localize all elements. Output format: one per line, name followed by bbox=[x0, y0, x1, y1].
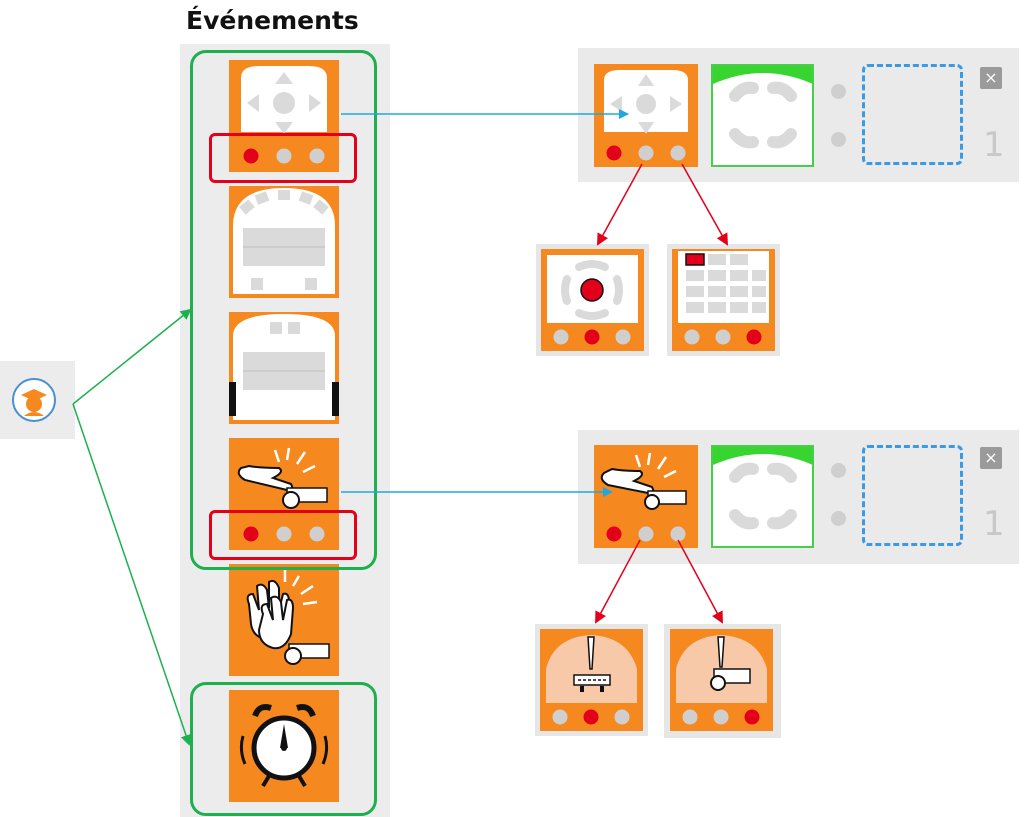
buttons-event-block[interactable] bbox=[229, 60, 339, 172]
row1-connector-dot-bottom bbox=[831, 132, 846, 147]
arrow-green-to-timer bbox=[72, 403, 192, 746]
row2-number: 1 bbox=[983, 504, 1005, 544]
highlight-tap-mode-dots bbox=[209, 510, 357, 560]
prox-sensors-event-block[interactable] bbox=[229, 186, 339, 298]
tilt-pitch-icon bbox=[546, 635, 637, 725]
button-circle-icon bbox=[547, 255, 638, 345]
row1-top-color-action-block[interactable] bbox=[711, 64, 814, 167]
top-light-ring-icon bbox=[713, 66, 812, 149]
palette-title: Événements bbox=[186, 6, 359, 35]
row2-tap-event-block[interactable] bbox=[594, 445, 698, 548]
alarm-clock-icon bbox=[239, 704, 329, 788]
row2-connector-dot-top bbox=[831, 463, 846, 478]
tilt-roll-icon bbox=[676, 635, 767, 725]
proximity-sensors-icon bbox=[233, 188, 335, 294]
tap-hand-icon bbox=[600, 452, 687, 542]
row1-buttons-event-block[interactable] bbox=[594, 64, 698, 167]
top-light-ring-icon bbox=[713, 447, 812, 530]
row1-connector-dot-top bbox=[831, 84, 846, 99]
clap-event-block[interactable] bbox=[229, 564, 339, 676]
tap-hand-icon bbox=[237, 447, 328, 542]
highlight-timer-event bbox=[190, 682, 377, 816]
timer-event-block[interactable] bbox=[229, 690, 339, 802]
tap-mode-2-option[interactable] bbox=[540, 629, 643, 731]
buttons-mode-2-option[interactable] bbox=[541, 249, 644, 351]
graduate-user-icon[interactable] bbox=[12, 378, 56, 422]
tap-mode-3-option[interactable] bbox=[670, 629, 773, 731]
highlight-group-basic-events bbox=[190, 50, 377, 570]
highlight-buttons-mode-dots bbox=[209, 133, 357, 183]
row1-empty-action-slot[interactable] bbox=[862, 64, 963, 165]
dpad-buttons-icon bbox=[604, 70, 688, 161]
row2-empty-action-slot[interactable] bbox=[862, 445, 963, 546]
button-grid-icon bbox=[678, 251, 769, 345]
row2-close-button[interactable]: × bbox=[980, 447, 1002, 469]
row1-number: 1 bbox=[983, 125, 1005, 165]
tap-event-block[interactable] bbox=[229, 438, 339, 550]
clap-hands-icon bbox=[246, 570, 330, 665]
ground-sensors-icon bbox=[229, 314, 339, 420]
dpad-buttons-icon bbox=[241, 66, 327, 164]
row1-close-button[interactable]: × bbox=[980, 67, 1002, 89]
ground-sensors-event-block[interactable] bbox=[229, 312, 339, 424]
row2-connector-dot-bottom bbox=[831, 511, 846, 526]
buttons-mode-3-option[interactable] bbox=[672, 249, 775, 351]
row2-top-color-action-block[interactable] bbox=[711, 445, 814, 548]
arrow-green-to-group bbox=[72, 308, 192, 405]
